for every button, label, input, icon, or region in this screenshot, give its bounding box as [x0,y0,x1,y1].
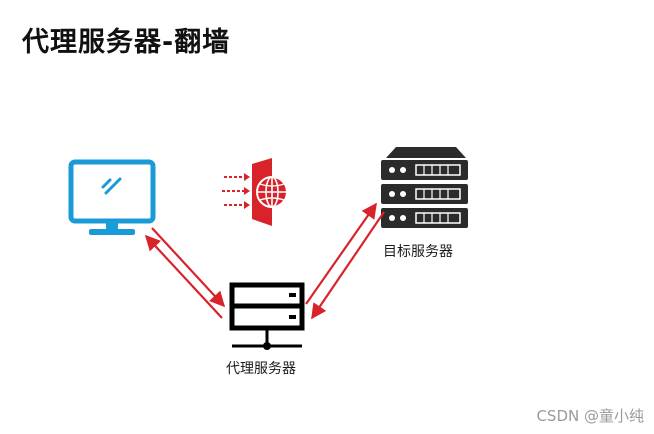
client-proxy-arrows [144,227,226,319]
target-server-label: 目标服务器 [383,244,453,260]
request-arrow-proxy-to-target [305,202,377,305]
firewall-globe-icon [222,158,288,226]
desktop-computer-icon [68,159,156,235]
response-arrow-target-to-proxy [311,211,385,320]
proxy-target-arrows [305,202,385,320]
watermark: CSDN @童小纯 [536,407,644,425]
request-arrow-client-to-proxy [151,227,226,308]
proxy-server-label: 代理服务器 [226,361,296,377]
response-arrow-proxy-to-client [144,234,223,319]
network-server-icon [229,282,305,350]
server-rack-icon [381,147,468,228]
page-title: 代理服务器-翻墙 [22,27,231,58]
